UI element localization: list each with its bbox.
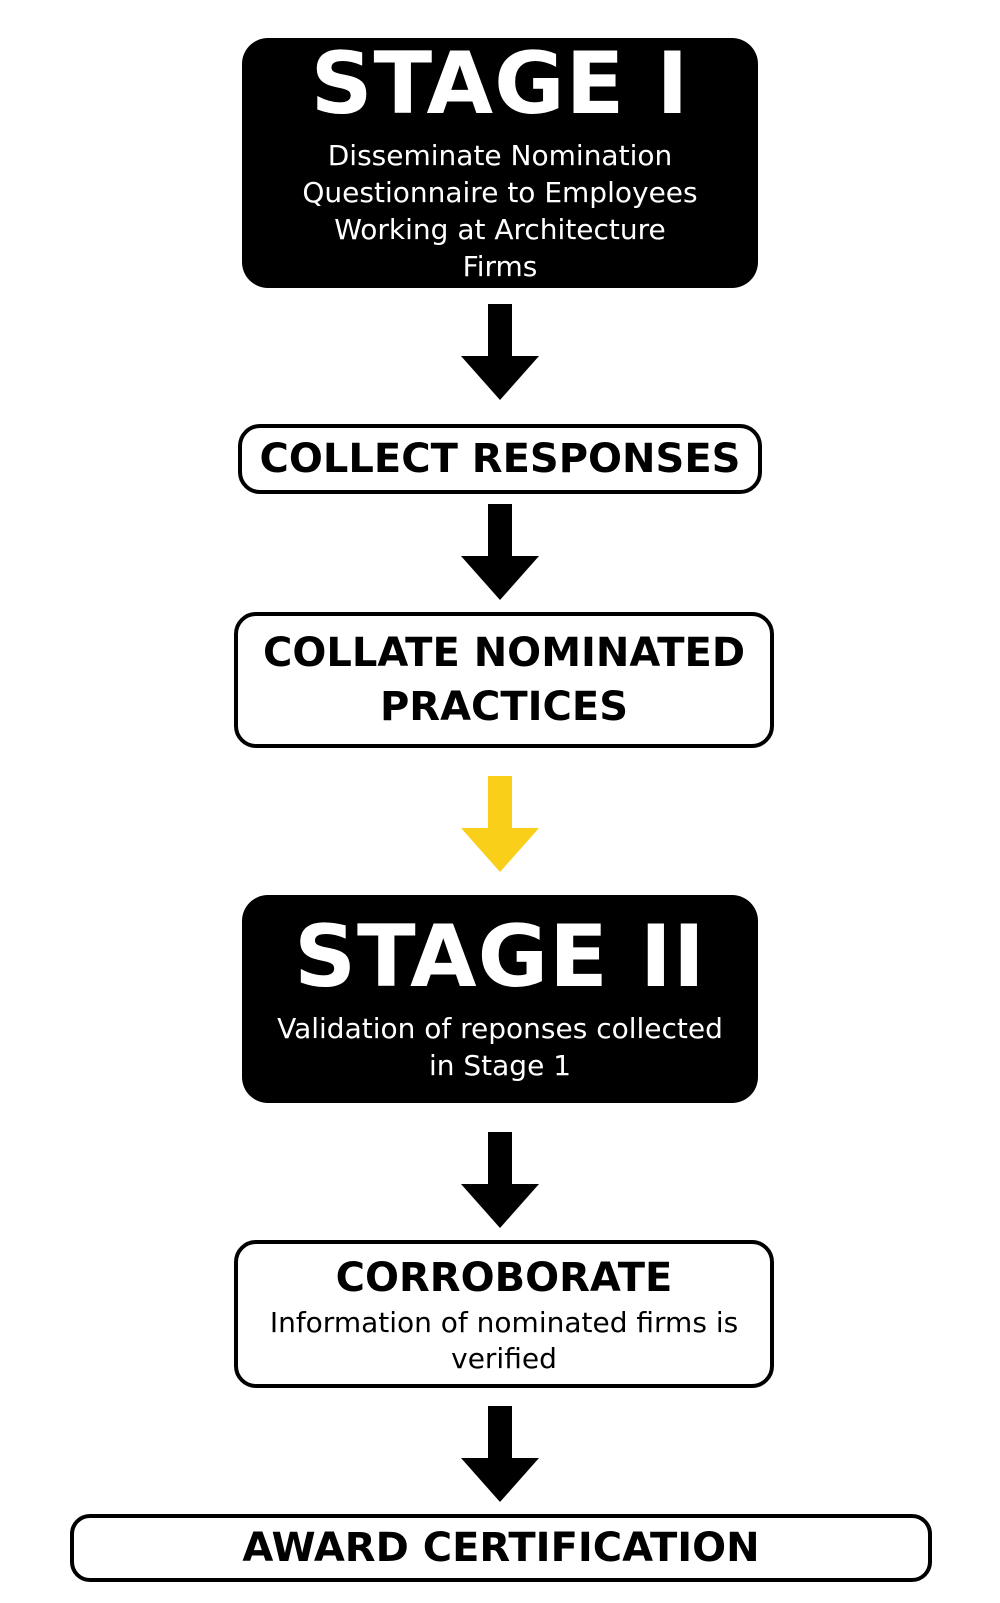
collate-practices-title-line-2: PRACTICES (379, 684, 629, 730)
corroborate-description-line-1: Information of nominated firms is (269, 1306, 739, 1339)
award-certification-title: AWARD CERTIFICATION (242, 1525, 760, 1571)
stage-1-box: STAGE I Disseminate Nomination Questionn… (242, 38, 758, 288)
stage-1-description: Disseminate Nomination Questionnaire to … (302, 139, 698, 283)
corroborate-title: CORROBORATE (335, 1255, 673, 1301)
collate-practices-title-line-1: COLLATE NOMINATED (262, 630, 746, 676)
down-arrow-icon (461, 1406, 539, 1502)
collect-responses-title: COLLECT RESPONSES (259, 436, 741, 482)
collect-responses-box: COLLECT RESPONSES (238, 424, 762, 494)
down-arrow-icon (461, 504, 539, 600)
stage-1-title: STAGE I (310, 34, 690, 134)
stage-2-description-line-2: in Stage 1 (428, 1049, 572, 1082)
down-arrow-icon (461, 1132, 539, 1228)
stage-2-title: STAGE II (294, 907, 706, 1007)
stage-2-description-line-1: Validation of reponses collected (277, 1012, 723, 1045)
down-arrow-icon (461, 304, 539, 400)
corroborate-box: CORROBORATE Information of nominated fir… (234, 1240, 774, 1388)
highlight-down-arrow-icon (461, 776, 539, 872)
corroborate-description-line-2: verified (451, 1342, 557, 1375)
stage-2-box: STAGE II Validation of reponses collecte… (242, 895, 758, 1103)
collate-practices-box: COLLATE NOMINATED PRACTICES (234, 612, 774, 748)
award-certification-box: AWARD CERTIFICATION (70, 1514, 932, 1582)
